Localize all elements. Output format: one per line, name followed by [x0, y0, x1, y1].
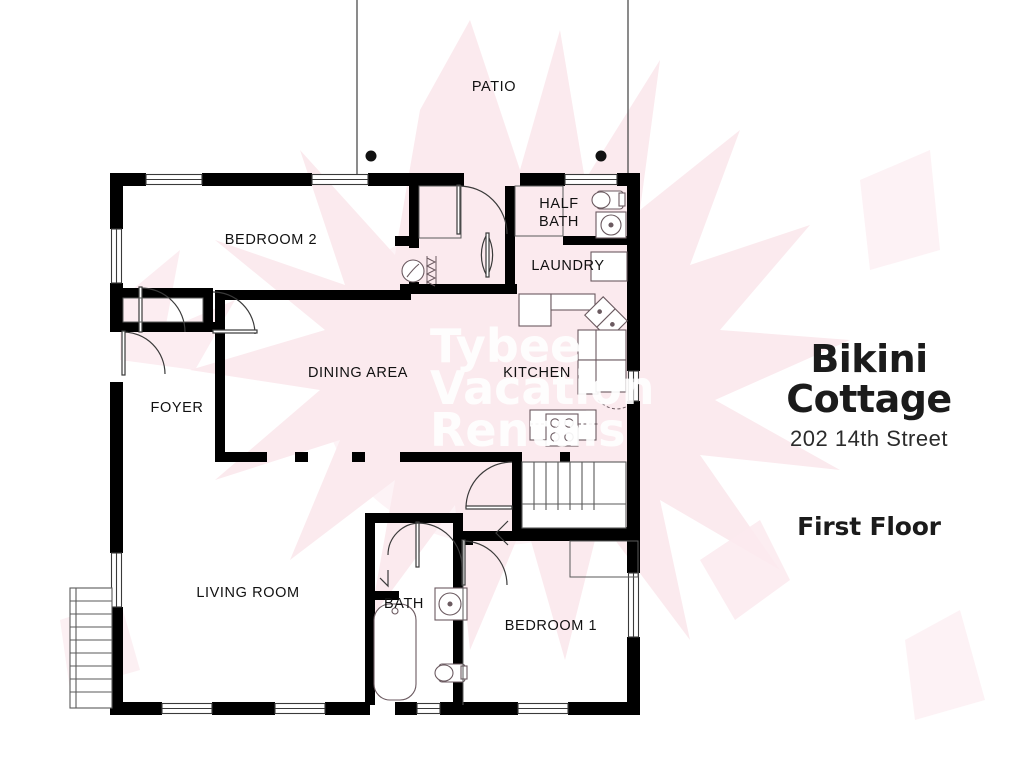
doors: [121, 184, 513, 586]
refrigerator-icon: [595, 329, 627, 393]
door-leaf: [485, 232, 490, 278]
room-label-kitchen: KITCHEN: [503, 365, 571, 381]
heater-coil-icon: [425, 256, 437, 287]
door-leaf: [415, 521, 420, 568]
room-label-living-room: LIVING ROOM: [196, 585, 300, 601]
door-leaf: [456, 184, 461, 235]
room-label-foyer: FOYER: [150, 400, 204, 416]
door-leaf: [212, 329, 258, 334]
door-arc: [480, 233, 488, 277]
room-label-patio: PATIO: [471, 79, 517, 95]
title-block: Bikini Cottage 202 14th Street: [724, 340, 1014, 452]
property-name-line-1: Bikini: [810, 337, 928, 381]
door-arc: [458, 185, 508, 235]
room-label-half-bath-line1: HALF: [539, 196, 579, 212]
room-label-laundry: LAUNDRY: [531, 258, 605, 274]
vanity-sink-bath-icon: [434, 587, 468, 621]
property-name-line-2: Cottage: [786, 377, 952, 421]
patio-outline: [356, 0, 629, 176]
door-arc: [465, 461, 513, 509]
door-leaf: [138, 286, 143, 333]
vanity-sink-half-bath-icon: [595, 211, 627, 239]
toilet-bath-icon: [434, 663, 468, 683]
door-arc: [462, 540, 508, 586]
property-address: 202 14th Street: [790, 426, 948, 451]
door-leaf: [465, 505, 513, 510]
door-leaf: [121, 330, 126, 376]
windows: [110, 173, 640, 715]
door-arc: [387, 522, 421, 556]
patio-posts: [365, 150, 607, 162]
thin-detail-lines: [122, 185, 639, 705]
kitchen-counters-icon: [518, 293, 599, 441]
toilet-half-bath-icon: [591, 190, 626, 210]
room-label-half-bath-line2: BATH: [539, 214, 579, 230]
room-label-bedroom-1: BEDROOM 1: [504, 618, 598, 634]
door-markers: [379, 520, 509, 588]
room-label-dining-area: DINING AREA: [307, 365, 409, 381]
door-arc: [122, 331, 166, 375]
fixtures: [373, 190, 629, 701]
bathtub-icon: [373, 603, 417, 701]
staircase-exterior-deck: [69, 587, 113, 709]
washer-dryer-icon: [590, 251, 628, 282]
door-arc: [212, 291, 256, 335]
range-four-burner-icon: [545, 413, 579, 447]
water-heater-icon: [401, 259, 425, 283]
exterior-walls: [110, 173, 640, 715]
door-arc: [417, 522, 463, 568]
door-arc: [140, 287, 186, 333]
post-right-icon: [595, 150, 607, 162]
room-label-bedroom-2: BEDROOM 2: [224, 232, 318, 248]
room-label-bath: BATH: [384, 596, 424, 612]
staircase-interior: [521, 461, 627, 529]
floor-label: First Floor: [797, 512, 941, 541]
room-label-half-bath: HALF BATH: [539, 195, 579, 231]
post-left-icon: [365, 150, 377, 162]
